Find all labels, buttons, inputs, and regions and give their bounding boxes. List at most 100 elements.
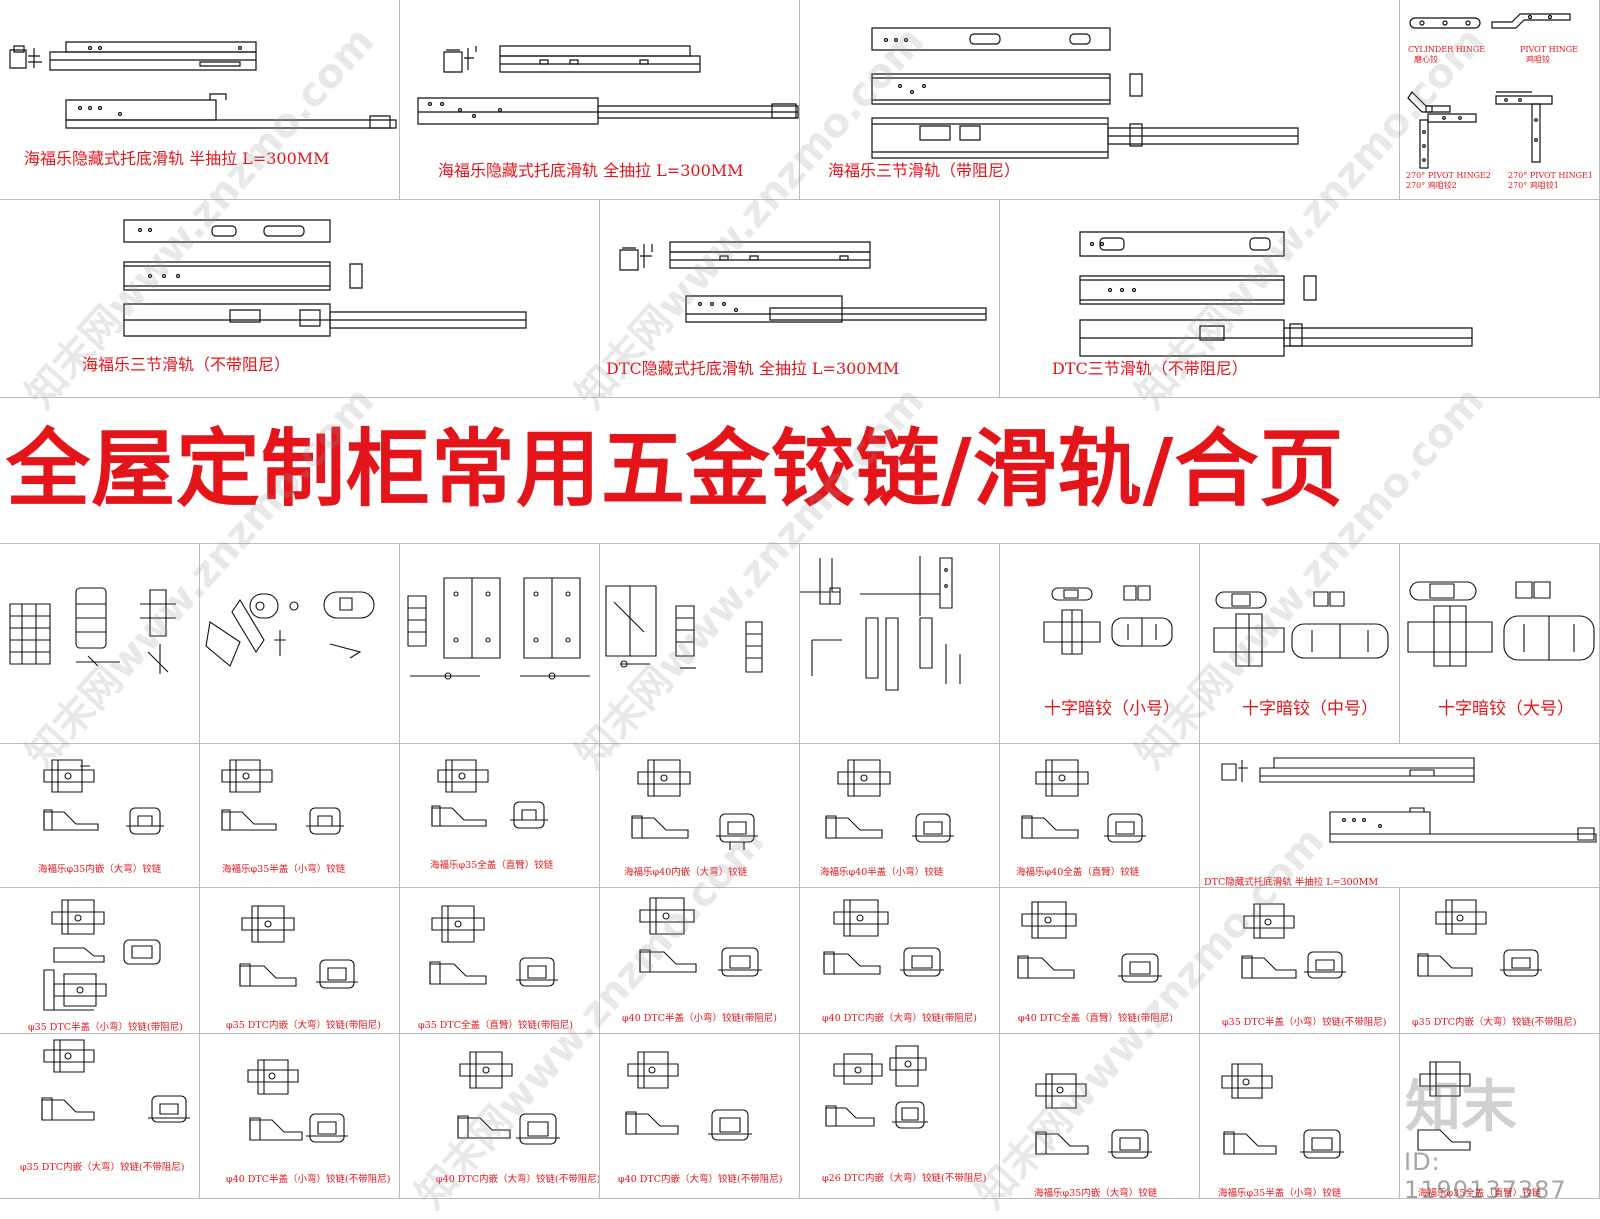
hinge-drawing bbox=[1400, 1034, 1600, 1199]
cell-hinge-r5-5: φ40 DTC内嵌（大弯）铰链(带阻尼) bbox=[800, 888, 1000, 1034]
cell-hinge-r4-4: 海福乐φ40内嵌（大弯）铰链 bbox=[600, 744, 800, 888]
cell-corner-hinges bbox=[800, 544, 1000, 744]
image-id: ID: 1190137387 bbox=[1404, 1148, 1567, 1204]
hinge-drawing bbox=[1200, 544, 1400, 744]
hinge-drawing bbox=[400, 888, 600, 1034]
hinge-drawing bbox=[1400, 544, 1600, 744]
hinge-drawing bbox=[1400, 0, 1600, 200]
cell-hinge-r5-8: φ35 DTC内嵌（大弯）铰链(不带阻尼) bbox=[1400, 888, 1600, 1034]
hinge-drawing bbox=[200, 544, 400, 744]
caption-cylinder-cn: 磨心铰 bbox=[1414, 55, 1438, 64]
caption-pivot2-cn: 270° 鸡咀铰2 bbox=[1406, 181, 1457, 190]
slide-drawing bbox=[1200, 744, 1600, 888]
caption: DTC隐藏式托底滑轨 半抽拉 L=300MM bbox=[1204, 877, 1379, 888]
caption: φ40 DTC全盖（直臂）铰链(带阻尼) bbox=[1018, 1013, 1173, 1024]
hinge-drawing bbox=[0, 888, 200, 1034]
cell-butterfly-hinges bbox=[0, 544, 200, 744]
caption-pivot1-en: 270° PIVOT HINGE1 bbox=[1508, 171, 1593, 180]
hinge-drawing bbox=[200, 744, 400, 888]
caption: 海福乐φ35半盖（小弯）铰链 bbox=[222, 864, 346, 875]
hinge-drawing bbox=[0, 544, 200, 744]
cell-dtc-half-extension-slide: DTC隐藏式托底滑轨 半抽拉 L=300MM bbox=[1200, 744, 1600, 888]
caption-pivot2-en: 270° PIVOT HINGE2 bbox=[1406, 171, 1491, 180]
hinge-drawing bbox=[600, 888, 800, 1034]
slide-drawing bbox=[0, 200, 600, 398]
hinge-drawing bbox=[400, 744, 600, 888]
hinge-drawing bbox=[1200, 888, 1400, 1034]
cell-hinge-r4-3: 海福乐φ35全盖（直臂）铰链 bbox=[400, 744, 600, 888]
caption: φ26 DTC内嵌（大弯）铰链(不带阻尼) bbox=[822, 1173, 987, 1184]
cell-hinge-r6-3: φ40 DTC内嵌（大弯）铰链(不带阻尼) bbox=[400, 1034, 600, 1199]
caption: 十字暗铰（小号） bbox=[1044, 699, 1180, 719]
caption: 海福乐φ40半盖（小弯）铰链 bbox=[820, 867, 944, 878]
hinge-drawing bbox=[400, 544, 600, 744]
cell-hinge-r5-3: φ35 DTC全盖（直臂）铰链(带阻尼) bbox=[400, 888, 600, 1034]
hinge-drawing bbox=[1200, 1034, 1400, 1199]
cell-hinge-r6-1: φ35 DTC内嵌（大弯）铰链(不带阻尼) bbox=[0, 1034, 200, 1199]
caption: 海福乐三节滑轨（不带阻尼） bbox=[82, 355, 291, 374]
cell-hinge-r5-2: φ35 DTC内嵌（大弯）铰链(带阻尼) bbox=[200, 888, 400, 1034]
cell-hinge-r4-2: 海福乐φ35半盖（小弯）铰链 bbox=[200, 744, 400, 888]
hinge-drawing bbox=[600, 544, 800, 744]
slide-drawing bbox=[1000, 200, 1600, 398]
slide-drawing bbox=[800, 0, 1400, 200]
cell-hinge-r6-5: φ26 DTC内嵌（大弯）铰链(不带阻尼) bbox=[800, 1034, 1000, 1199]
hinge-drawing bbox=[800, 888, 1000, 1034]
slide-drawing bbox=[0, 0, 400, 200]
cell-cross-hinge-large: 十字暗铰（大号） bbox=[1400, 544, 1600, 744]
caption: 海福乐隐藏式托底滑轨 半抽拉 L=300MM bbox=[24, 149, 330, 168]
hinge-drawing bbox=[200, 888, 400, 1034]
banner-title: 全屋定制柜常用五金铰链/滑轨/合页 bbox=[6, 420, 1345, 518]
hinge-drawing bbox=[1000, 888, 1200, 1034]
caption: φ40 DTC内嵌（大弯）铰链(带阻尼) bbox=[822, 1013, 977, 1024]
hinge-drawing bbox=[200, 1034, 400, 1199]
caption: φ40 DTC内嵌（大弯）铰链(不带阻尼) bbox=[618, 1174, 783, 1185]
hinge-drawing bbox=[800, 544, 1000, 744]
caption: DTC隐藏式托底滑轨 全抽拉 L=300MM bbox=[606, 359, 900, 378]
cell-hinge-r4-1: 海福乐φ35内嵌（大弯）铰链 bbox=[0, 744, 200, 888]
cell-hafele-half-extension-slide: 海福乐隐藏式托底滑轨 半抽拉 L=300MM bbox=[0, 0, 400, 200]
brand-logo: 知末 bbox=[1405, 1075, 1517, 1140]
cell-hinge-r5-4: φ40 DTC半盖（小弯）铰链(带阻尼) bbox=[600, 888, 800, 1034]
caption: 十字暗铰（大号） bbox=[1438, 699, 1574, 719]
slide-drawing bbox=[600, 200, 1000, 398]
caption: φ40 DTC半盖（小弯）铰链(带阻尼) bbox=[622, 1013, 777, 1024]
cell-hinge-r5-1: φ35 DTC半盖（小弯）铰链(带阻尼) bbox=[0, 888, 200, 1034]
caption: φ35 DTC内嵌（大弯）铰链(不带阻尼) bbox=[1412, 1017, 1577, 1028]
caption-pivot1-cn: 270° 鸡咀铰1 bbox=[1508, 181, 1559, 190]
caption: φ35 DTC内嵌（大弯）铰链(不带阻尼) bbox=[20, 1162, 185, 1173]
cell-hafele-full-extension-slide: 海福乐隐藏式托底滑轨 全抽拉 L=300MM bbox=[400, 0, 800, 200]
caption: 海福乐三节滑轨（带阻尼） bbox=[828, 161, 1021, 180]
hinge-drawing bbox=[600, 744, 800, 888]
slide-drawing bbox=[400, 0, 800, 200]
banner bbox=[0, 398, 1600, 544]
cell-cross-hinge-medium: 十字暗铰（中号） bbox=[1200, 544, 1400, 744]
cell-pivot-hinges: CYLINDER HINGE 磨心铰 PIVOT HINGE 鸡咀铰 270° … bbox=[1400, 0, 1600, 200]
caption: φ40 DTC内嵌（大弯）铰链(不带阻尼) bbox=[436, 1174, 600, 1185]
cell-butt-hinges-b bbox=[600, 544, 800, 744]
caption-pivot-cn: 鸡咀铰 bbox=[1526, 55, 1550, 64]
caption: 海福乐φ35全盖（直臂）铰链 bbox=[430, 860, 554, 871]
caption: 海福乐φ35内嵌（大弯）铰链 bbox=[38, 864, 162, 875]
hinge-drawing bbox=[1000, 744, 1200, 888]
caption: 十字暗铰（中号） bbox=[1242, 699, 1378, 719]
caption: 海福乐φ35半盖（小弯）铰链 bbox=[1218, 1188, 1342, 1199]
cell-hinge-r6-7: 海福乐φ35半盖（小弯）铰链 bbox=[1200, 1034, 1400, 1199]
cell-hinge-r6-6: 海福乐φ35内嵌（大弯）铰链 bbox=[1000, 1034, 1200, 1199]
caption: 海福乐φ40内嵌（大弯）铰链 bbox=[624, 867, 748, 878]
cell-cross-hinge-small: 十字暗铰（小号） bbox=[1000, 544, 1200, 744]
cell-hinge-r4-6: 海福乐φ40全盖（直臂）铰链 bbox=[1000, 744, 1200, 888]
caption: 海福乐φ35内嵌（大弯）铰链 bbox=[1034, 1188, 1158, 1199]
cell-butt-hinges-a bbox=[400, 544, 600, 744]
caption: φ35 DTC内嵌（大弯）铰链(带阻尼) bbox=[226, 1020, 381, 1031]
cell-hinge-r6-2: φ40 DTC半盖（小弯）铰链(不带阻尼) bbox=[200, 1034, 400, 1199]
caption: 海福乐隐藏式托底滑轨 全抽拉 L=300MM bbox=[438, 161, 744, 180]
cell-hafele-three-section-slide-damped: 海福乐三节滑轨（带阻尼） bbox=[800, 0, 1400, 200]
hinge-drawing bbox=[800, 744, 1000, 888]
cell-hinge-r4-5: 海福乐φ40半盖（小弯）铰链 bbox=[800, 744, 1000, 888]
caption: φ35 DTC半盖（小弯）铰链(不带阻尼) bbox=[1222, 1017, 1387, 1028]
cell-hinge-r6-4: φ40 DTC内嵌（大弯）铰链(不带阻尼) bbox=[600, 1034, 800, 1199]
hinge-drawing bbox=[0, 744, 200, 888]
cell-lift-hinges bbox=[200, 544, 400, 744]
